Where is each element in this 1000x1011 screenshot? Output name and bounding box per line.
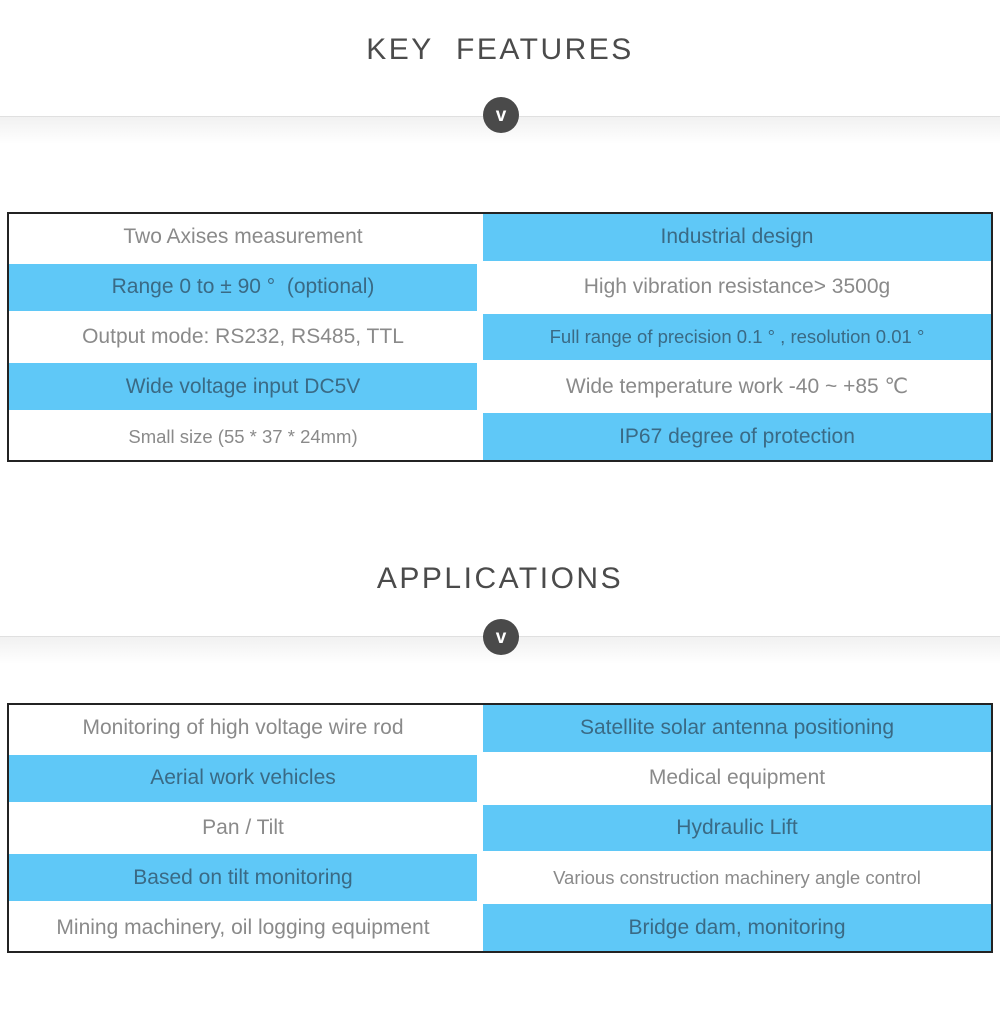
table-cell: Satellite solar antenna positioning [483,705,991,752]
table-cell: IP67 degree of protection [483,413,991,460]
table-cell: Hydraulic Lift [483,804,991,852]
table-cell: Various construction machinery angle con… [483,854,991,902]
table-cell: Mining machinery, oil logging equipment [9,904,477,951]
table-cell: Based on tilt monitoring [9,854,477,902]
table-cell: High vibration resistance> 3500g [483,263,991,311]
table-cell: Monitoring of high voltage wire rod [9,705,477,752]
table-cell: Bridge dam, monitoring [483,904,991,951]
table-cell: Wide temperature work -40 ~ +85 ℃ [483,363,991,411]
chevron-down-icon: v [483,619,519,655]
applications-table: Monitoring of high voltage wire rod Sate… [7,703,993,953]
table-cell: Two Axises measurement [9,214,477,261]
key-features-table: Two Axises measurement Industrial design… [7,212,993,462]
table-cell: Pan / Tilt [9,804,477,852]
table-cell: Range 0 to ± 90 ° (optional) [9,263,477,311]
table-cell: Full range of precision 0.1 ° , resoluti… [483,313,991,361]
table-cell: Wide voltage input DC5V [9,363,477,411]
section-title-key-features: KEY FEATURES [366,33,634,66]
table-cell: Medical equipment [483,754,991,802]
chevron-down-icon: v [483,97,519,133]
table-cell: Output mode: RS232, RS485, TTL [9,313,477,361]
table-cell: Industrial design [483,214,991,261]
section-title-applications: APPLICATIONS [376,562,624,595]
table-cell: Aerial work vehicles [9,754,477,802]
table-cell: Small size (55 * 37 * 24mm) [9,413,477,460]
